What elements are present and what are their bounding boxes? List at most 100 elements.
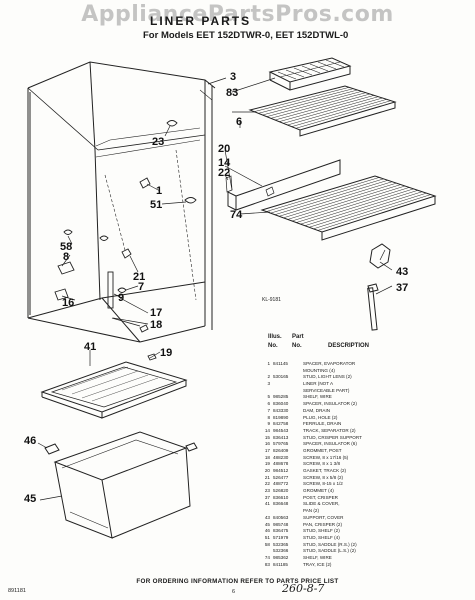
part-number-cell: 843330 — [273, 407, 289, 413]
shelf-wire — [283, 182, 397, 219]
part-number-cell: 526477 — [273, 474, 289, 480]
shelf-wire — [254, 87, 350, 112]
description-cell: PAN (2) — [303, 508, 319, 514]
shelf-wire — [266, 177, 380, 212]
upper-wire-shelf — [248, 85, 397, 137]
part-number-cell: 841145 — [273, 361, 288, 366]
shelf-wire — [274, 93, 371, 121]
callout-45: 45 — [24, 493, 36, 505]
part-number-cell: 526820 — [273, 488, 289, 494]
callout-14: 14 — [218, 157, 231, 169]
description-cell: STUD, SHELF (4) — [303, 534, 340, 540]
illus-number-cell: 14 — [264, 427, 270, 433]
description-cell: SHELF, WIRE — [303, 554, 332, 560]
shelf-wire — [262, 89, 358, 116]
part-number-cell: 571979 — [273, 534, 289, 540]
shelf-wire — [291, 99, 387, 127]
header-illus: Illus. — [268, 334, 282, 340]
shelf-wire — [266, 91, 362, 117]
shelf-wire — [270, 92, 366, 119]
callout-6: 6 — [236, 116, 242, 128]
callout-17: 17 — [150, 307, 162, 319]
illus-number-cell: 9 — [267, 421, 270, 427]
part-number-cell — [273, 388, 303, 395]
ice-tray — [268, 57, 352, 91]
part-number-cell: 532366 — [273, 548, 289, 554]
callout-37: 37 — [396, 282, 408, 294]
liner-hardware — [54, 120, 197, 361]
description-cell: GROMMET, POST — [303, 447, 342, 453]
separator-track — [225, 159, 341, 211]
part-number-cell: 985285 — [273, 394, 289, 400]
shelf-wire — [317, 194, 431, 231]
table-row: SERVICEABLE PART) — [255, 388, 470, 395]
description-cell: SPACER, EVAPORATOR — [303, 361, 356, 366]
illus-number-cell — [255, 368, 273, 375]
header-part-no: No. — [292, 343, 302, 349]
illus-number-cell: 51 — [264, 534, 270, 540]
callout-21: 21 — [133, 271, 145, 283]
callouts: 3 83 6 23 20 14 22 1 51 74 58 8 16 21 7 … — [24, 71, 408, 505]
part-number-cell: 842758 — [273, 421, 289, 427]
description-cell: TRAY, ICE (2) — [303, 561, 332, 567]
shelf-wire — [313, 192, 427, 230]
crisper-pan — [44, 431, 198, 539]
illus-number-cell: 5 — [267, 394, 270, 400]
art-code: KL-9181 — [262, 297, 281, 303]
part-number-cell: 836648 — [273, 501, 289, 507]
description-cell: FERRULE, DRAIN — [303, 421, 342, 427]
description-cell: STUD, SADDLE (L.S.) (2) — [303, 548, 356, 554]
leader-lines — [37, 77, 393, 501]
lower-wire-shelf — [260, 175, 437, 241]
header-no: No. — [268, 343, 278, 349]
illus-number-cell: 19 — [264, 461, 270, 467]
illus-number-cell: 16 — [264, 441, 270, 447]
page-title: LINER PARTS — [150, 14, 252, 28]
shelf-wire — [296, 187, 410, 223]
illus-number-cell — [255, 388, 273, 395]
shelf-wire — [283, 96, 379, 124]
part-number-cell: 985362 — [273, 554, 289, 560]
callout-1: 1 — [156, 185, 162, 197]
page-code: 891181 — [8, 588, 26, 594]
description-cell: SLIDE & COVER, — [303, 501, 340, 507]
description-cell: STUD, SHELF (2) — [303, 528, 340, 534]
illus-number-cell: 3 — [267, 381, 270, 387]
part-number-cell: 836413 — [273, 434, 289, 440]
illus-number-cell: 22 — [264, 481, 270, 487]
illus-number-cell: 8 — [267, 414, 270, 420]
description-cell: SHELF, WIRE — [303, 394, 332, 400]
header-part: Part — [292, 334, 304, 340]
description-cell: SCREW, 8 x 5/8 (2) — [303, 474, 344, 480]
illus-number-cell: 23 — [264, 488, 270, 494]
part-number-cell: 488230 — [273, 454, 289, 460]
illus-number-cell: 37 — [264, 494, 270, 500]
shelf-wire — [274, 180, 388, 215]
description-cell: TRACK, SEPARATOR (2) — [303, 427, 356, 433]
callout-3: 3 — [230, 71, 236, 83]
callout-74: 74 — [230, 209, 243, 221]
part-number-cell: 984512 — [273, 468, 289, 473]
description-cell: PAN, CRISPER (2) — [303, 521, 342, 527]
part-number-cell: 488678 — [273, 461, 289, 467]
shelf-wire — [270, 178, 384, 214]
part-number-cell: 579765 — [273, 441, 289, 447]
part-number-cell: 532365 — [273, 541, 289, 547]
description-cell: PLUG, HOLE (2) — [303, 414, 338, 420]
illus-number-cell: 1 — [267, 361, 270, 366]
